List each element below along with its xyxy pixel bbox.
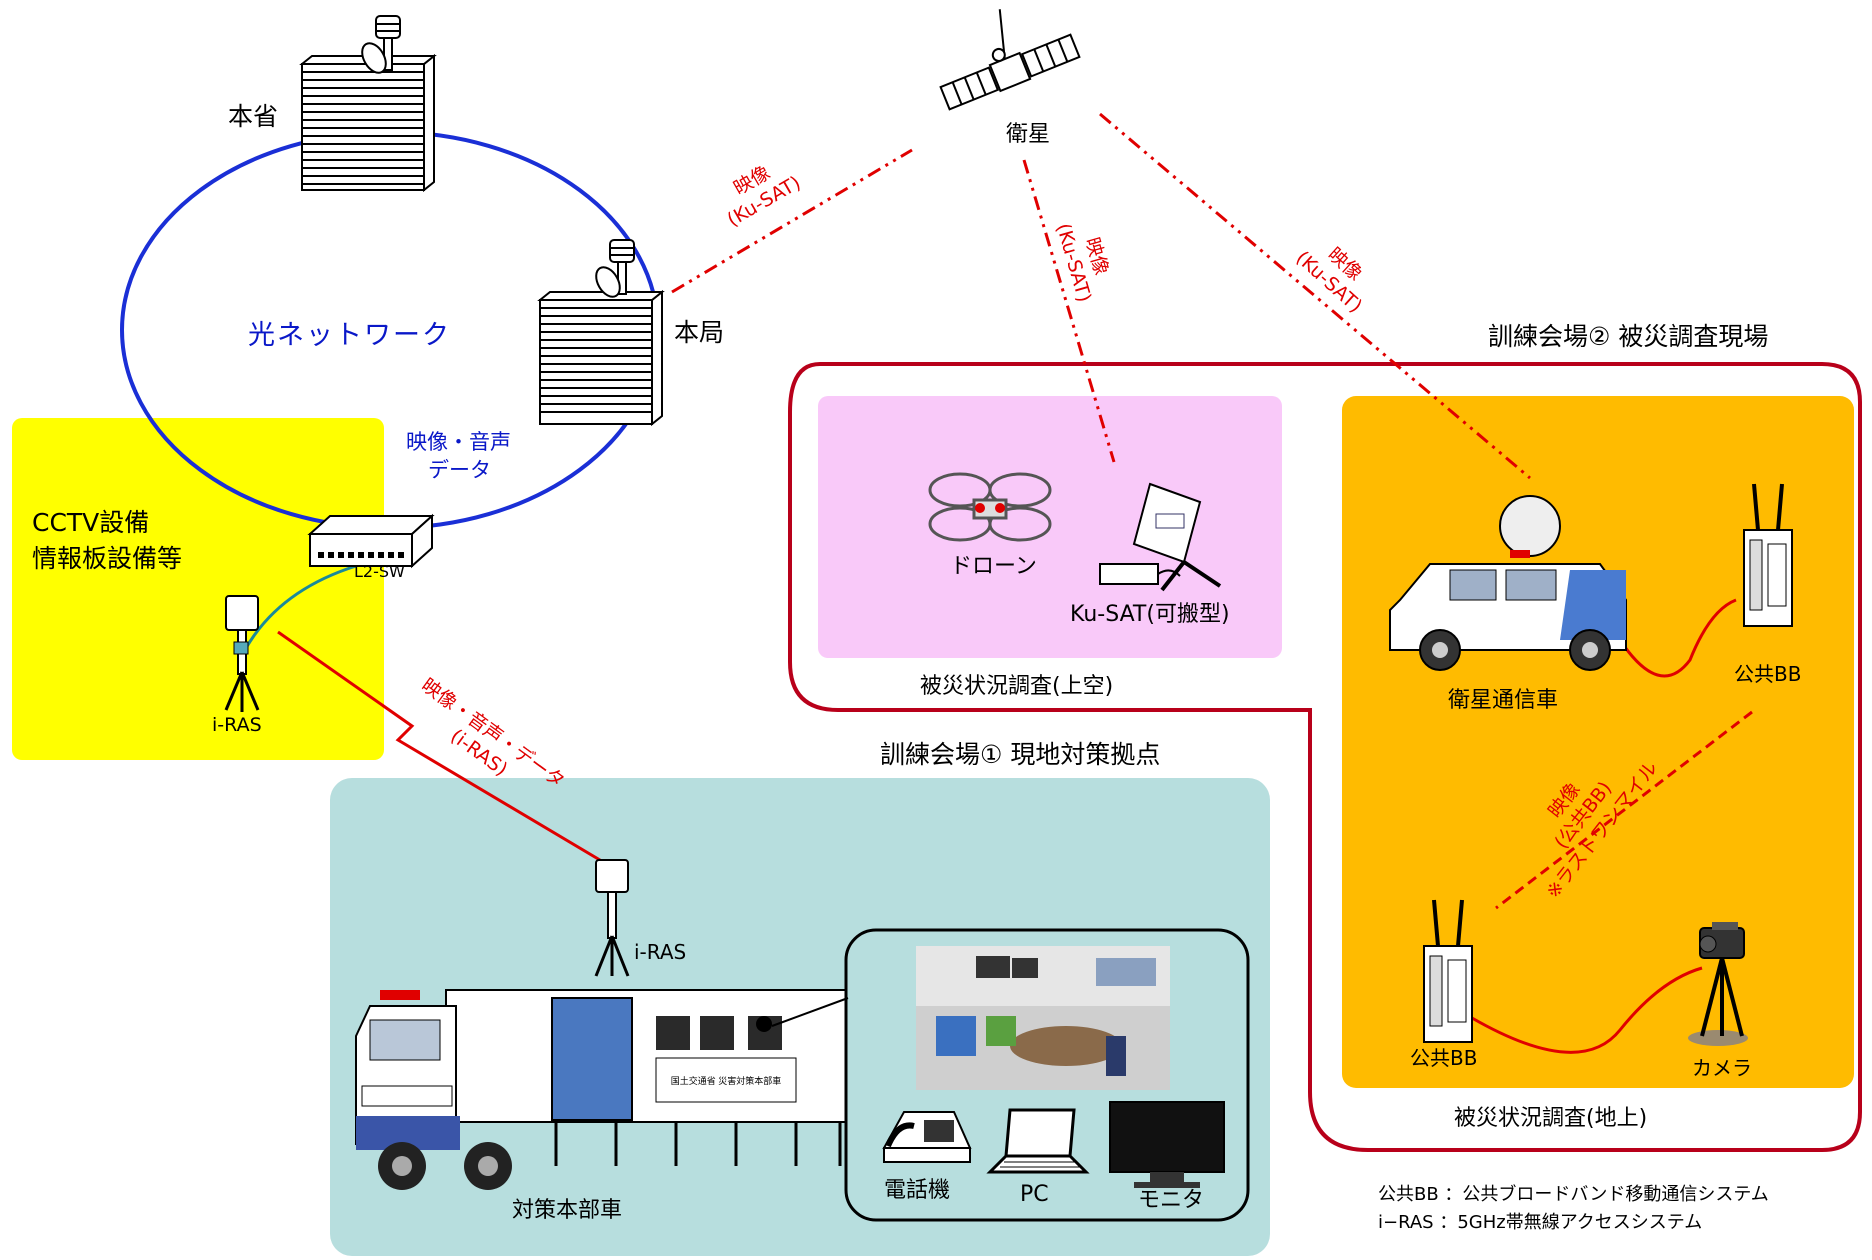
radio-unit-icon bbox=[1743, 483, 1793, 627]
aerial-survey-label: 被災状況調査(上空) bbox=[920, 674, 1114, 699]
iras-left-label: i-RAS bbox=[212, 714, 262, 736]
cctv-area bbox=[12, 418, 384, 760]
building-icon bbox=[537, 289, 665, 427]
command-truck-icon: 国土交通省 災害対策本部車 bbox=[355, 989, 847, 1190]
monitor-icon bbox=[1109, 1101, 1225, 1188]
monitor-label: モニタ bbox=[1138, 1188, 1205, 1213]
telephone-icon bbox=[882, 1111, 972, 1163]
satellite-dish-icon bbox=[595, 239, 635, 298]
honsho-label: 本省 bbox=[228, 102, 279, 131]
link-kusat-mid bbox=[1022, 159, 1116, 463]
phone-label: 電話機 bbox=[884, 1178, 951, 1203]
cctv-label-2: 情報板設備等 bbox=[32, 544, 183, 573]
satellite-label: 衛星 bbox=[1006, 122, 1051, 147]
honkyoku-label: 本局 bbox=[674, 318, 725, 347]
building-icon bbox=[299, 53, 437, 193]
truck-sign: 国土交通省 災害対策本部車 bbox=[671, 1075, 782, 1086]
ring-data-label-1: 映像・音声 bbox=[406, 430, 511, 454]
cable-switch-iras bbox=[244, 564, 357, 649]
bb-top-label: 公共BB bbox=[1734, 662, 1802, 686]
link-bb bbox=[1495, 710, 1753, 910]
optical-network-label: 光ネットワーク bbox=[248, 320, 451, 351]
drone-label: ドローン bbox=[950, 554, 1037, 579]
cctv-label-1: CCTV設備 bbox=[32, 508, 150, 537]
portable-satellite-antenna-icon bbox=[1099, 482, 1222, 592]
legend-line-1: 公共BB ：公共ブロードバンド移動通信システム bbox=[1378, 1184, 1769, 1205]
link-iras bbox=[277, 630, 611, 868]
link-kusat-left bbox=[671, 148, 913, 294]
cable-bb-camera bbox=[1471, 966, 1703, 1054]
drone-icon bbox=[928, 472, 1052, 542]
hq-truck-label: 対策本部車 bbox=[512, 1198, 623, 1223]
camera-tripod-icon bbox=[1688, 922, 1748, 1046]
venue2-border bbox=[788, 362, 1862, 1152]
antenna-tripod-icon bbox=[224, 595, 260, 712]
network-switch-icon bbox=[307, 513, 435, 569]
satellite-vehicle-icon bbox=[1389, 495, 1627, 671]
bb-bottom-label: 公共BB bbox=[1410, 1046, 1478, 1070]
ground-survey-label: 被災状況調査(地上) bbox=[1454, 1106, 1648, 1131]
ring-data-label-2: データ bbox=[428, 458, 491, 482]
radio-unit-icon bbox=[1423, 899, 1473, 1043]
room-photo bbox=[916, 946, 1170, 1090]
interior-panel bbox=[844, 928, 1250, 1222]
pc-label: PC bbox=[1020, 1182, 1049, 1207]
connector-line bbox=[771, 997, 849, 1027]
venue1-label: 訓練会場① 現地対策拠点 bbox=[880, 740, 1161, 769]
kusat-portable-label: Ku-SAT(可搬型) bbox=[1070, 602, 1230, 627]
venue2-label: 訓練会場② 被災調査現場 bbox=[1488, 322, 1769, 351]
l2sw-label: L2-SW bbox=[354, 562, 405, 581]
satellite-icon bbox=[939, 9, 1081, 111]
satellite-dish-icon bbox=[361, 15, 401, 74]
iras-truck-label: i-RAS bbox=[634, 940, 687, 964]
sat-vehicle-label: 衛星通信車 bbox=[1448, 688, 1559, 713]
camera-label: カメラ bbox=[1692, 1056, 1752, 1080]
laptop-icon bbox=[986, 1108, 1090, 1174]
cable-vehicle-bb bbox=[1618, 598, 1737, 678]
legend-line-2: i−RAS ：5GHz帯無線アクセスシステム bbox=[1378, 1212, 1703, 1233]
antenna-tripod-icon bbox=[594, 859, 630, 977]
link-kusat-right bbox=[1099, 112, 1531, 480]
